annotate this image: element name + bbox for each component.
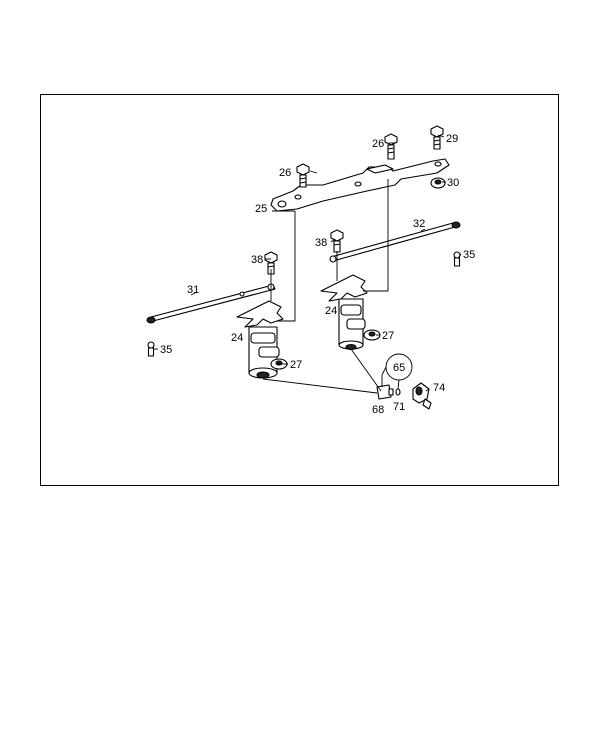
callout-26-left: 26 [279,167,291,179]
bolt-part-26-left [296,163,310,188]
callout-65: 65 [393,362,405,374]
callout-35-left: 35 [160,344,172,356]
callout-38-right: 38 [315,237,327,249]
callout-71: 71 [393,401,405,413]
callout-68: 68 [372,404,384,416]
callout-38-left: 38 [251,254,263,266]
callout-24-left: 24 [231,332,243,344]
nut-part-30 [430,177,446,189]
callout-27-left: 27 [290,359,302,371]
bolt-part-26-right [384,133,398,160]
leader-lines [153,134,462,394]
callout-74: 74 [433,382,445,394]
ball-stud-part-35-right [453,251,461,267]
callout-29: 29 [446,133,458,145]
callout-32: 32 [413,218,425,230]
rod-part-32 [329,221,461,263]
bracket-part-25 [270,158,450,212]
seal-part-71 [395,388,401,396]
connector-part-74 [412,382,432,410]
callout-27-right: 27 [382,330,394,342]
bolt-part-38-left [264,251,278,275]
bolt-part-29 [430,125,444,150]
parts-diagram: 24 24 25 26 26 27 27 29 30 31 32 35 35 3… [146,125,475,416]
callout-31: 31 [187,284,199,296]
callout-labels: 24 24 25 26 26 27 27 29 30 31 32 35 35 3… [160,133,475,416]
callout-25: 25 [255,203,267,215]
actuator-part-24-right [320,274,368,350]
callout-35-right: 35 [463,249,475,261]
connector-part-68 [376,384,394,400]
callout-24-right: 24 [325,305,337,317]
ball-stud-part-35-left [147,341,155,357]
diagram-frame: 24 24 25 26 26 27 27 29 30 31 32 35 35 3… [40,94,559,486]
callout-30: 30 [447,177,459,189]
actuator-part-24-left [236,300,284,379]
callout-26-right: 26 [372,138,384,150]
